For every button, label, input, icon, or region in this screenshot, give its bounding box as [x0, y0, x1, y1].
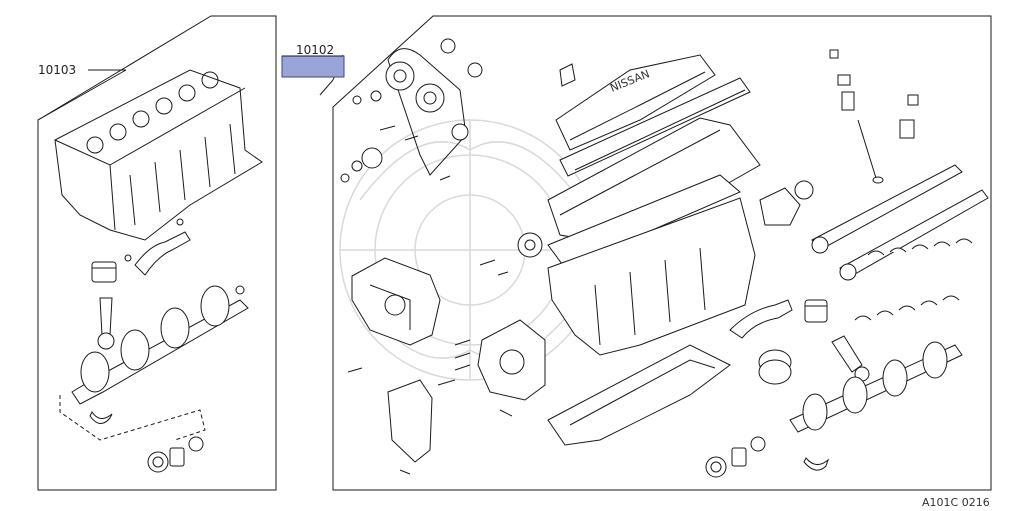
crankshaft-right [789, 341, 963, 433]
figure-code: A101C 0216 [922, 496, 990, 509]
crank-pulley-group [705, 436, 830, 478]
timing-gear-seal [147, 436, 204, 473]
timing-belt-cover [351, 257, 441, 346]
oil-filler-cap [559, 63, 576, 87]
timing-belt-pulleys [385, 38, 483, 176]
cylinder-head [547, 77, 761, 246]
short-block-panel [37, 15, 277, 491]
piston-with-rod [91, 254, 132, 350]
label-full-engine: 10102 [296, 43, 334, 57]
highlight-callout-box [281, 55, 345, 78]
fasteners-cluster [340, 90, 451, 183]
bolts-set [347, 259, 513, 475]
connecting-rods [831, 335, 870, 382]
engine-assembly-panel: NISSAN [319, 15, 992, 491]
oil-pickup-tube [134, 218, 191, 276]
rear-seal-retainer [759, 180, 814, 226]
valves-springs [829, 49, 919, 184]
label-short-block: 10103 [38, 63, 76, 77]
pistons-right [758, 299, 828, 385]
lower-timing-cover [387, 379, 433, 463]
crankshaft-left [71, 285, 249, 405]
oil-strainer [729, 299, 793, 339]
head-gasket [547, 174, 741, 269]
cylinder-block [54, 69, 263, 241]
oil-pump-front-cover [477, 232, 546, 401]
engine-block [547, 197, 756, 356]
oil-pan [547, 344, 731, 446]
bearings-right [854, 238, 973, 321]
rocker-cover: NISSAN [555, 54, 716, 151]
camshafts [811, 164, 989, 281]
